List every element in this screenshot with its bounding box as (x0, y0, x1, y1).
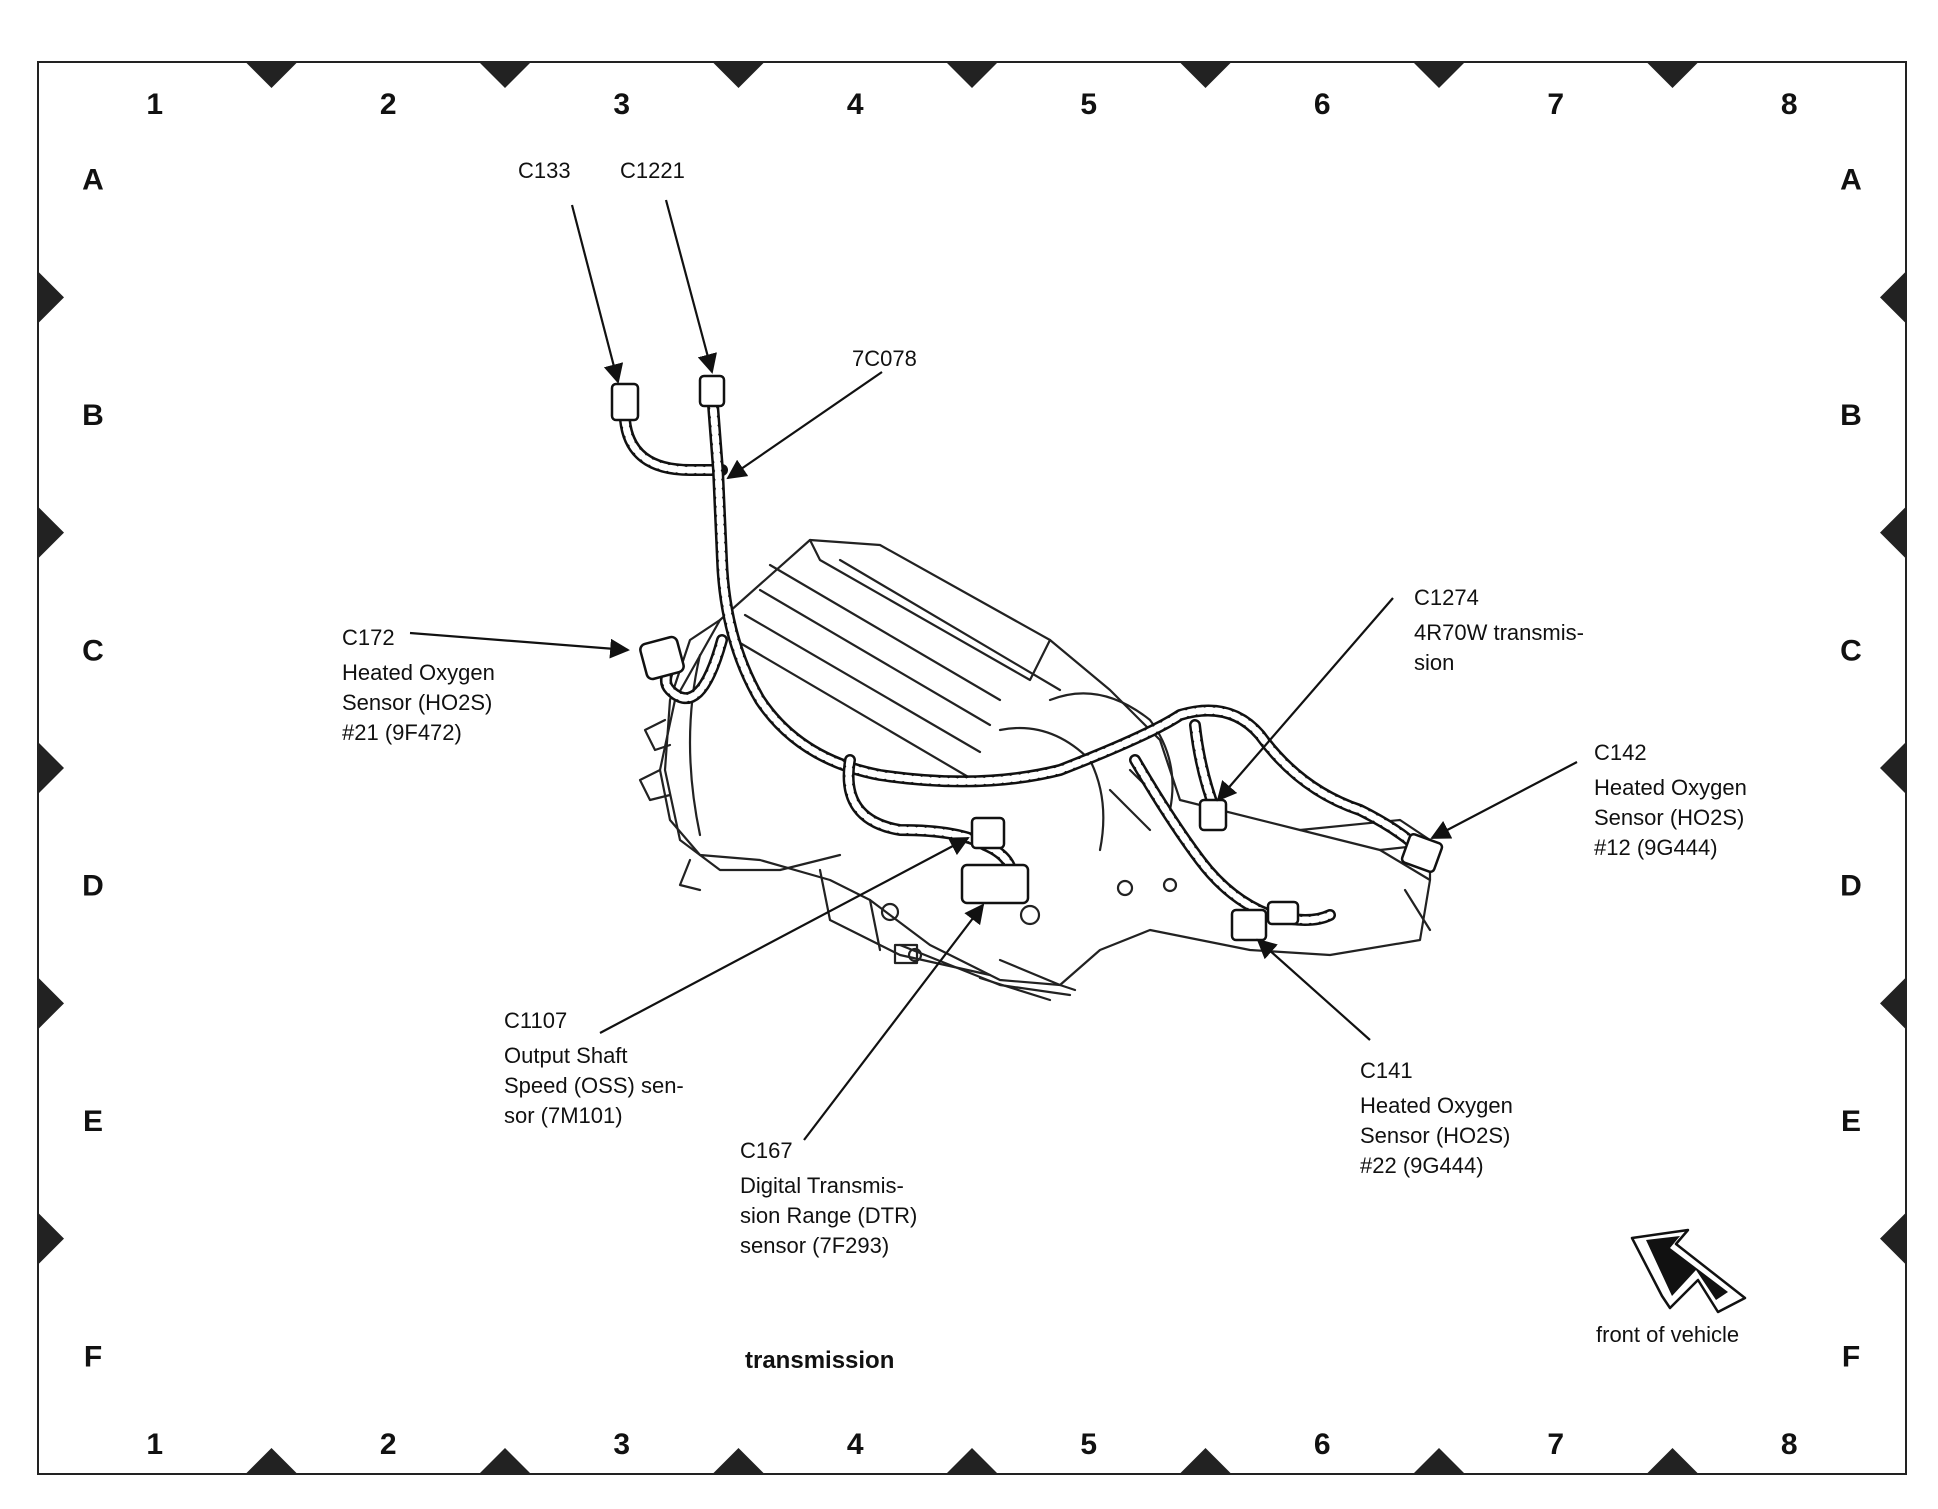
leader-c1107 (599, 837, 970, 1034)
zone-marker-top (479, 62, 531, 88)
column-label-top-1: 1 (146, 88, 163, 121)
connector-c141-plug (1266, 900, 1300, 926)
diagram-frame (37, 61, 1907, 1475)
leader-c172 (409, 631, 630, 659)
diagram-caption: transmission (745, 1347, 894, 1374)
row-label-right-B: B (1840, 399, 1862, 432)
zone-marker-bottom (1646, 1448, 1699, 1474)
connector-c172 (639, 635, 685, 681)
column-label-bottom-4: 4 (847, 1428, 864, 1461)
column-label-bottom-7: 7 (1547, 1428, 1564, 1461)
zone-marker-left (38, 1212, 64, 1265)
connector-c141 (1230, 908, 1268, 942)
row-label-right-E: E (1841, 1105, 1861, 1138)
label-c1274: C1274 4R70W transmis- sion (1414, 585, 1590, 675)
zone-marker-bottom (245, 1448, 298, 1474)
label-7c078: 7C078 (852, 346, 917, 371)
row-label-left-B: B (82, 399, 104, 432)
zone-marker-top (946, 62, 998, 88)
connector-c1274 (1198, 798, 1228, 832)
leader-lines (409, 199, 1578, 1141)
column-label-top-5: 5 (1080, 88, 1097, 121)
zone-marker-top (712, 62, 765, 88)
zone-marker-left (38, 977, 64, 1030)
row-label-right-A: A (1840, 164, 1862, 197)
column-label-bottom-5: 5 (1080, 1428, 1097, 1461)
front-of-vehicle-label: front of vehicle (1596, 1322, 1739, 1347)
row-labels-left: A B C D E F (82, 164, 104, 1374)
leader-c142 (1430, 761, 1578, 839)
zone-marker-right (1880, 1212, 1906, 1265)
front-of-vehicle-arrow-icon (1630, 1228, 1747, 1314)
row-label-left-A: A (82, 164, 104, 197)
row-label-left-E: E (83, 1105, 103, 1138)
leader-c1274 (1216, 597, 1394, 802)
column-label-top-7: 7 (1547, 88, 1564, 121)
leader-7c078 (726, 371, 883, 480)
column-label-top-6: 6 (1314, 88, 1331, 121)
column-label-bottom-8: 8 (1781, 1428, 1798, 1461)
connector-c142 (1400, 832, 1444, 874)
column-label-top-8: 8 (1781, 88, 1798, 121)
leader-c141 (1256, 938, 1371, 1041)
label-c1107: C1107 Output Shaft Speed (OSS) sen- sor … (504, 1008, 690, 1128)
row-label-right-C: C (1840, 634, 1862, 667)
zone-marker-bottom (479, 1448, 531, 1474)
zone-marker-left (38, 506, 64, 559)
row-label-right-F: F (1842, 1340, 1860, 1373)
zone-marker-right (1880, 271, 1906, 324)
zone-marker-left (38, 271, 64, 324)
row-label-left-F: F (84, 1340, 102, 1373)
zone-marker-left (38, 742, 64, 794)
column-labels-bottom: 1 2 3 4 5 6 7 8 (146, 1428, 1797, 1461)
label-c133: C133 (518, 158, 571, 183)
column-label-bottom-6: 6 (1314, 1428, 1331, 1461)
leader-c1221 (664, 199, 717, 374)
label-c142: C142 Heated Oxygen Sensor (HO2S) #12 (9G… (1594, 740, 1753, 860)
zone-marker-top (245, 62, 298, 88)
zone-marker-right (1880, 506, 1906, 559)
zone-marker-top (1179, 62, 1232, 88)
column-label-top-4: 4 (847, 88, 864, 121)
zone-markers (38, 62, 1906, 1474)
callout-labels: C133 C1221 7C078 C172 Heated Oxygen Sens… (342, 158, 1753, 1258)
zone-marker-top (1646, 62, 1699, 88)
zone-marker-bottom (946, 1448, 998, 1474)
row-labels-right: A B C D E F (1840, 164, 1862, 1374)
connector-c133 (610, 382, 640, 422)
zone-marker-bottom (1179, 1448, 1232, 1474)
column-label-top-2: 2 (380, 88, 397, 121)
leader-c133 (570, 204, 624, 384)
connector-c1107 (970, 816, 1006, 850)
transmission-illustration (638, 538, 1432, 1002)
column-label-bottom-2: 2 (380, 1428, 397, 1461)
zone-marker-top (1413, 62, 1465, 88)
column-label-bottom-3: 3 (613, 1428, 630, 1461)
leader-c167 (803, 903, 985, 1141)
column-label-top-3: 3 (613, 88, 630, 121)
row-label-right-D: D (1840, 870, 1862, 903)
zone-marker-right (1880, 742, 1906, 794)
label-c167: C167 Digital Transmis- sion Range (DTR) … (740, 1138, 923, 1258)
label-c1221: C1221 (620, 158, 685, 183)
row-label-left-D: D (82, 870, 104, 903)
zone-marker-bottom (1413, 1448, 1465, 1474)
zone-marker-right (1880, 977, 1906, 1030)
wiring-harness (619, 386, 1426, 926)
row-label-left-C: C (82, 634, 104, 667)
label-c141: C141 Heated Oxygen Sensor (HO2S) #22 (9G… (1360, 1058, 1519, 1178)
column-label-bottom-1: 1 (146, 1428, 163, 1461)
column-labels-top: 1 2 3 4 5 6 7 8 (146, 88, 1797, 121)
connector-c167 (960, 863, 1030, 905)
connectors (610, 374, 1444, 942)
zone-marker-bottom (712, 1448, 765, 1474)
label-c172: C172 Heated Oxygen Sensor (HO2S) #21 (9F… (342, 625, 501, 745)
connector-c1221 (698, 374, 726, 408)
